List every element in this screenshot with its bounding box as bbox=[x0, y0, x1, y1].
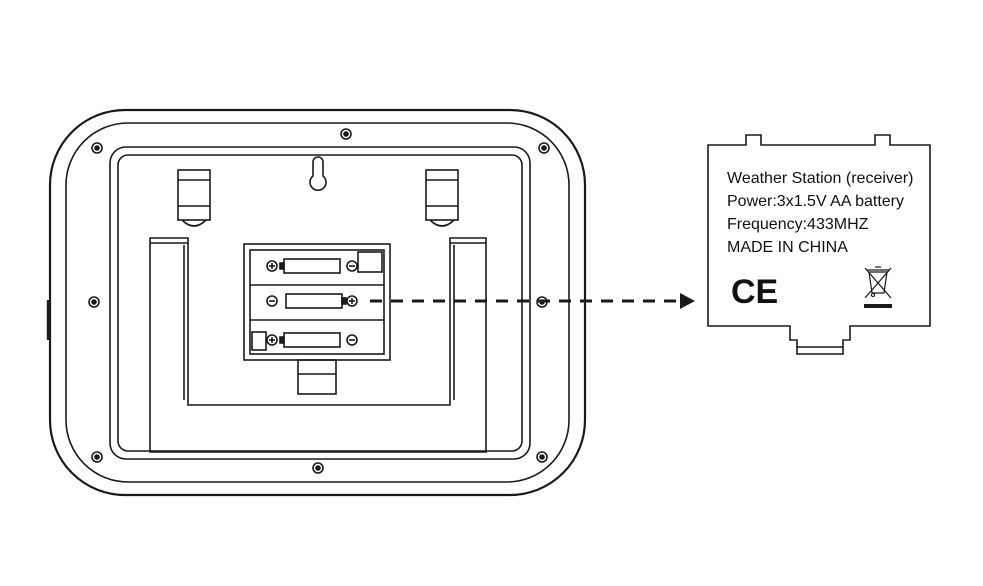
label-line-4: MADE IN CHINA bbox=[727, 239, 848, 256]
label-line-2: Power:3x1.5V AA battery bbox=[727, 193, 904, 210]
battery-compartment bbox=[243, 243, 391, 395]
label-line-1: Weather Station (receiver) bbox=[727, 170, 913, 187]
screw-icon bbox=[340, 128, 352, 140]
keyhole-icon bbox=[309, 156, 327, 191]
stand bbox=[149, 237, 487, 453]
battery-cover bbox=[707, 134, 931, 355]
screw-icon bbox=[88, 296, 100, 308]
screw-icon bbox=[538, 142, 550, 154]
label-line-3: Frequency:433MHZ bbox=[727, 216, 869, 233]
hinge-right bbox=[425, 169, 459, 227]
screws bbox=[88, 128, 550, 474]
arrow-icon bbox=[370, 293, 695, 309]
screw-icon bbox=[312, 462, 324, 474]
ce-mark-icon: CE bbox=[731, 273, 778, 311]
battery-icon bbox=[266, 293, 358, 309]
screw-icon bbox=[91, 451, 103, 463]
screw-icon bbox=[91, 142, 103, 154]
hinge-left bbox=[177, 169, 211, 227]
battery-icon bbox=[266, 332, 358, 348]
crossed-out-wheelie-bin-icon bbox=[864, 266, 892, 308]
battery-icon bbox=[266, 258, 358, 274]
screw-icon bbox=[536, 451, 548, 463]
